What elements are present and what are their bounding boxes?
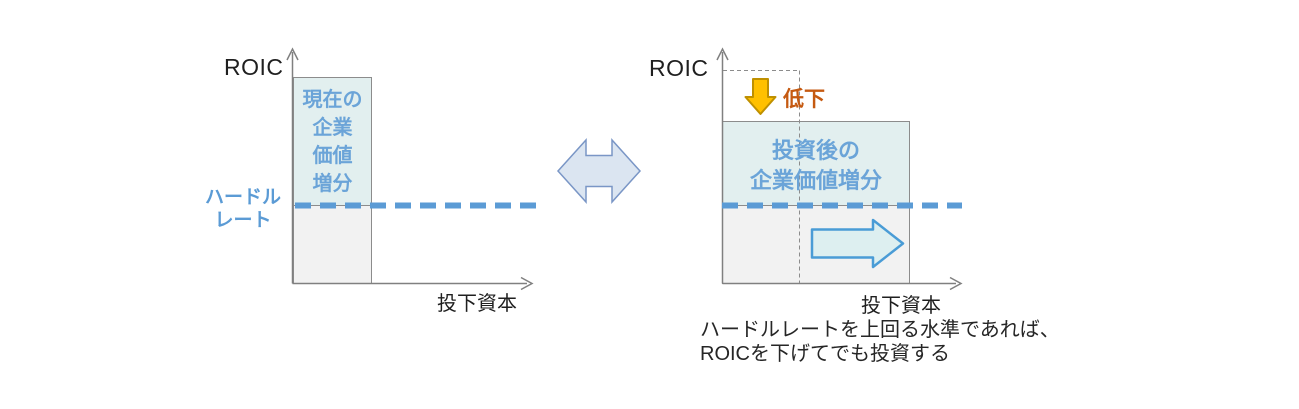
down-arrow-icon (744, 78, 777, 115)
left-bar-label-line: 現在の (302, 89, 363, 111)
left-y-axis-arrow-icon (286, 47, 299, 61)
left-bar-above-hurdle (293, 77, 372, 206)
left-x-axis-title: 投下資本 (437, 293, 517, 315)
right-x-axis-arrow-icon (949, 276, 963, 291)
right-bar-label-line: 投資後の (771, 138, 860, 163)
right-y-axis-title: ROIC (649, 55, 709, 81)
left-bar-label-line: 企業 (312, 117, 353, 139)
left-bar-below-hurdle (293, 205, 372, 284)
caption: ハードルレートを上回る水準であれば、 ROICを下げてでも投資する (700, 318, 1060, 366)
right-x-axis-title: 投下資本 (861, 295, 941, 317)
left-x-axis-arrow-icon (520, 276, 534, 291)
left-bar-label: 現在の 企業 価値 増分 (293, 86, 372, 198)
caption-line: ハードルレートを上回る水準であれば、 (700, 319, 1060, 341)
hurdle-rate-label: ハードル レート (196, 186, 290, 232)
left-bar-label-line: 増分 (312, 173, 353, 195)
left-bar-label-line: 価値 (312, 145, 353, 167)
hurdle-rate-label-line: レート (214, 210, 272, 231)
decline-label: 低下 (783, 88, 825, 111)
left-y-axis-title: ROIC (224, 54, 284, 80)
right-bar-label: 投資後の 企業価値増分 (722, 136, 910, 196)
right-bar-below-hurdle (722, 205, 910, 284)
left-right-arrow-icon (556, 138, 642, 204)
caption-line: ROICを下げてでも投資する (700, 343, 950, 365)
right-y-axis-arrow-icon (716, 47, 729, 61)
hurdle-rate-label-line: ハードル (204, 187, 281, 208)
right-bar-label-line: 企業価値増分 (749, 168, 882, 193)
